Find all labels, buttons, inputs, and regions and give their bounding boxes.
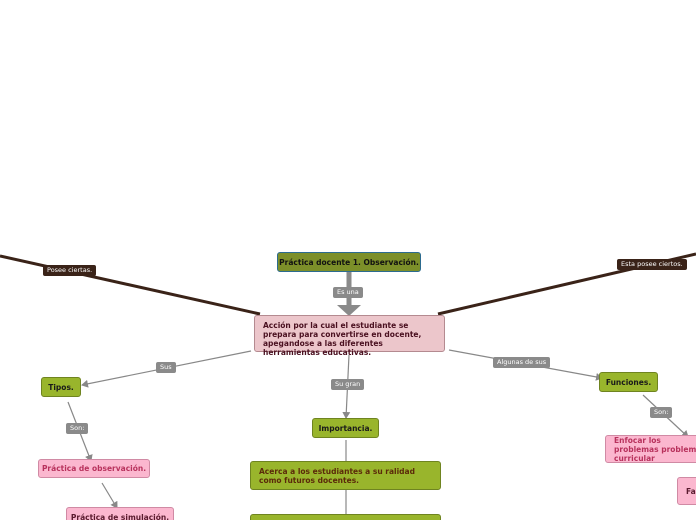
topic-funciones[interactable]: Funciones. [599,372,658,392]
topic-practica-observacion[interactable]: Práctica de observación. [38,459,150,478]
central-topic[interactable]: Acción por la cual el estudiante se prep… [254,315,445,357]
label-posee-ciertas: Posee ciertas. [43,265,97,276]
topic-tipos[interactable]: Tipos. [41,377,81,397]
topic-acerca[interactable]: Acerca a los estudiantes a su ralidad co… [250,461,441,490]
label-sus: Sus [156,362,176,373]
link-observacion-simulacion [101,482,118,509]
topic-practica-simulacion[interactable]: Práctica de simulación. [66,507,174,520]
topic-title[interactable]: Práctica docente 1. Observación. [277,252,421,272]
topic-enfocar[interactable]: Enfocar los problemas problemas curricul… [605,435,696,463]
topic-fam[interactable]: Fam pla [677,477,696,505]
topic-importancia[interactable]: Importancia. [312,418,379,438]
topic-importancia-next[interactable] [250,514,441,520]
label-es-una: Es una [333,287,363,298]
label-su-gran: Su gran [331,379,365,390]
label-son-left: Son: [66,423,89,434]
link-title-main-arrowhead [337,305,361,316]
branch-line-left [0,254,261,316]
label-algunas-de-sus: Algunas de sus [493,357,551,368]
label-son-right: Son: [650,407,673,418]
label-esta-posee-ciertos: Esta posee ciertos. [617,259,687,270]
